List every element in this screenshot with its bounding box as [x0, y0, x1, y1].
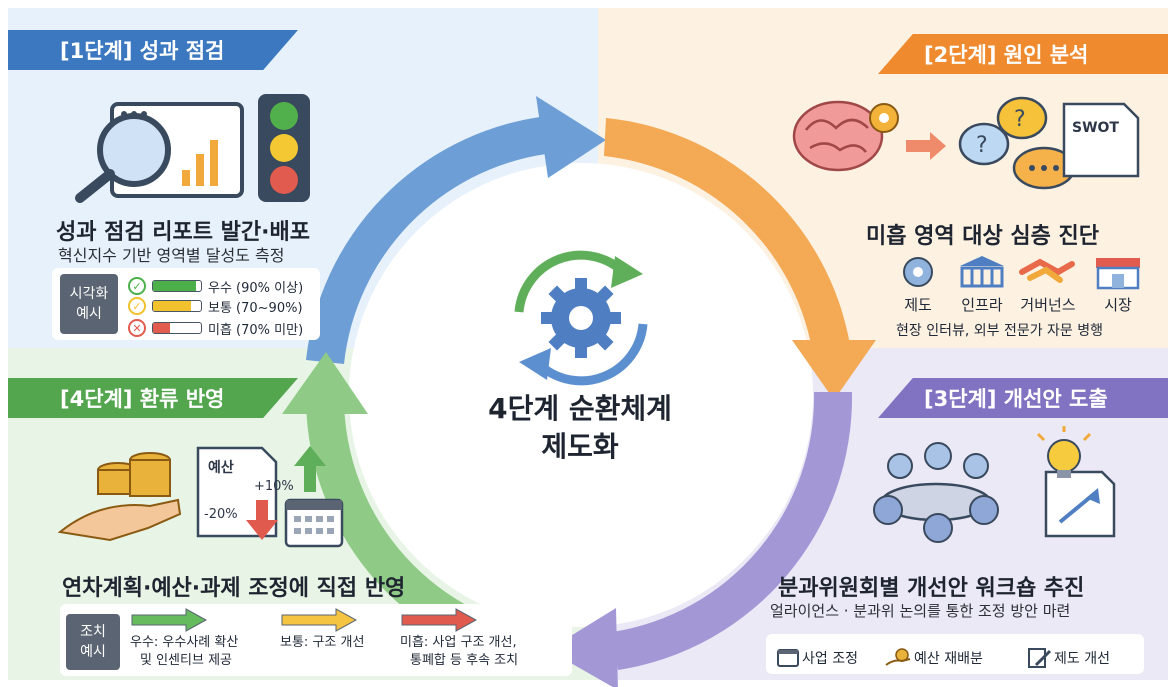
- center-title-line1: 4단계 순환체계: [488, 392, 672, 425]
- action-arrow-icon: [401, 608, 478, 632]
- gear-icon: [869, 103, 899, 133]
- level-row: ✓ 우수 (90% 이상): [128, 276, 303, 296]
- cycle-arrow-stage2: [604, 118, 852, 362]
- magnifier-icon: [75, 113, 171, 203]
- viz-label-line1: 시각화: [69, 286, 109, 302]
- cross-icon: ✕: [128, 319, 146, 337]
- cycle-arrowhead-stage4: [282, 352, 368, 414]
- stage3-title: 분과위원회별 개선안 워크숍 추진: [778, 576, 1085, 601]
- stage2-banner: [2단계] 원인 분석: [878, 34, 1168, 74]
- center-title: 4단계 순환체계 제도화: [430, 390, 730, 466]
- tool-budget-realloc: 예산 재배분: [884, 647, 983, 669]
- arrow-down-icon: [246, 500, 278, 540]
- swot-document-icon: SWOT: [1062, 102, 1140, 178]
- tool-label-project: 사업 조정: [802, 651, 858, 667]
- market-store-icon: [1096, 258, 1140, 290]
- stage2-note: 현장 인터뷰, 외부 전문가 자문 병행: [896, 323, 1104, 339]
- stage3-subtitle: 얼라이언스 · 분과위 논의를 통한 조정 방안 마련: [770, 602, 1071, 620]
- tool-policy-improve: 제도 개선: [1026, 647, 1110, 669]
- policy-gear-icon: [903, 257, 933, 287]
- cycle-arrowhead-stage2: [792, 340, 876, 400]
- calendar-icon: [284, 498, 344, 548]
- cycle-arrowhead-stage1: [536, 96, 606, 178]
- stage1-title: 성과 점검 리포트 발간·배포: [56, 220, 310, 245]
- budget-minus-label: -20%: [204, 507, 238, 522]
- level-label: 미흡 (70% 미만): [208, 322, 304, 338]
- stage1-banner: [1단계] 성과 점검: [8, 30, 298, 70]
- category-governance: 거버넌스: [1020, 296, 1076, 314]
- check-icon: ✓: [128, 277, 146, 295]
- stage4-title: 연차계획·예산·과제 조정에 직접 반영: [62, 576, 406, 601]
- level-progress-bar: [152, 280, 202, 292]
- lightbulb-icon: [1036, 426, 1092, 478]
- stage4-banner: [4단계] 환류 반영: [8, 378, 298, 418]
- arrow-up-icon: [294, 446, 326, 492]
- svg-text:?: ?: [1014, 107, 1026, 132]
- stage3-banner-text: [3단계] 개선안 도출: [924, 387, 1108, 411]
- stage2-title: 미흡 영역 대상 심층 진단: [866, 224, 1100, 249]
- level-label: 보통 (70~90%): [208, 300, 303, 316]
- question-bubble-icon: ? ?: [958, 96, 1076, 190]
- level-progress-bar: [152, 300, 202, 312]
- visualization-example-label: 시각화 예시: [60, 274, 118, 334]
- handshake-icon: [1019, 258, 1075, 283]
- category-policy: 제도: [904, 296, 932, 314]
- stage1-subtitle: 혁신지수 기반 영역별 달성도 측정: [58, 246, 285, 265]
- budget-document-icon: 예산 +10% -20%: [196, 446, 294, 538]
- traffic-light-icon: [258, 94, 310, 202]
- category-infrastructure: 인프라: [961, 296, 1003, 314]
- arrow-right-icon: [906, 132, 946, 160]
- cycle-arrow-stage1: [306, 117, 546, 364]
- cycle-arrow-stage3: [612, 392, 853, 670]
- viz-label-line2: 예시: [76, 306, 102, 322]
- action-item-text: 보통: 구조 개선: [280, 635, 365, 650]
- category-market: 시장: [1104, 296, 1132, 314]
- action-arrow-icon: [131, 608, 208, 632]
- action-label-line1: 조치: [80, 624, 106, 640]
- level-row: ✕ 미흡 (70% 미만): [128, 318, 303, 338]
- action-arrow-icon: [281, 608, 358, 632]
- svg-text:?: ?: [976, 133, 988, 158]
- level-row: ✓ 보통 (70~90%): [128, 296, 303, 316]
- budget-plus-label: +10%: [254, 479, 294, 494]
- level-progress-bar: [152, 322, 202, 334]
- center-title-line2: 제도화: [541, 430, 619, 463]
- check-icon: ✓: [128, 297, 146, 315]
- stage4-banner-text: [4단계] 환류 반영: [60, 387, 225, 411]
- money-hand-icon: [885, 648, 911, 666]
- budget-label: 예산: [208, 459, 234, 476]
- brain-icon: [792, 100, 884, 172]
- tool-label-policy: 제도 개선: [1054, 651, 1110, 667]
- improvement-document-icon: [1044, 470, 1116, 538]
- stage1-banner-text: [1단계] 성과 점검: [60, 39, 225, 63]
- calendar-small-icon: [777, 649, 799, 667]
- level-label: 우수 (90% 이상): [208, 280, 304, 296]
- tool-label-budget: 예산 재배분: [914, 651, 983, 667]
- stage3-banner: [3단계] 개선안 도출: [878, 378, 1168, 418]
- coins-hand-icon: [57, 452, 182, 542]
- tool-project-adjust: 사업 조정: [776, 647, 858, 669]
- swot-label: SWOT: [1072, 120, 1119, 136]
- edit-document-icon: [1028, 648, 1052, 668]
- infrastructure-building-icon: [960, 256, 1004, 288]
- action-item-text: 미흡: 사업 구조 개선,통폐합 등 후속 조치: [400, 635, 519, 668]
- cycle-gear-icon: [514, 250, 648, 386]
- meeting-people-icon: [873, 442, 999, 543]
- stage2-banner-text: [2단계] 원인 분석: [924, 43, 1089, 67]
- action-label-line2: 예시: [80, 644, 106, 660]
- tools-box: [766, 634, 1144, 674]
- cycle-arrowhead-stage3: [548, 608, 618, 687]
- action-example-label: 조치 예시: [66, 614, 120, 670]
